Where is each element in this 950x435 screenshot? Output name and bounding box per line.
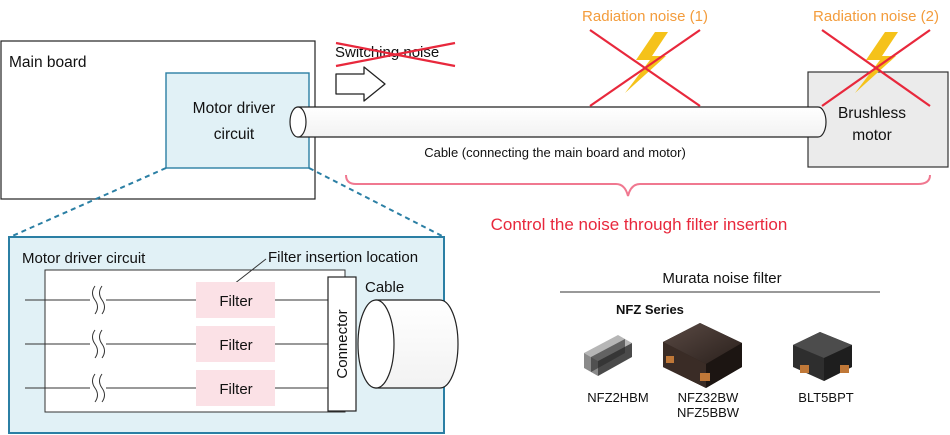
filter-label-3: Filter: [219, 381, 252, 398]
break-mark-icon-3: [90, 373, 106, 403]
connector: [327, 276, 357, 412]
main-board-label: Main board: [9, 54, 87, 71]
detail-cable-body: [375, 299, 459, 389]
filter-label-1: Filter: [219, 293, 252, 310]
radiation-noise-2-label: Radiation noise (2): [813, 8, 939, 25]
filter-location-pointer: [233, 258, 267, 285]
detail-cable-end: [357, 299, 395, 389]
filter-box-1: [196, 282, 275, 318]
filter-box-2: [196, 326, 275, 362]
detail-title: Motor driver circuit: [22, 250, 146, 267]
filter-insertion-location-label: Filter insertion location: [268, 249, 418, 266]
brushless-motor-label-line2: motor: [852, 127, 892, 144]
murata-title: Murata noise filter: [662, 270, 781, 287]
cable-caption: Cable (connecting the main board and mot…: [424, 145, 686, 160]
lightning-icon-2: [855, 32, 898, 93]
cable-end: [289, 106, 307, 138]
product-name-nfz2hbm: NFZ2HBM: [587, 390, 648, 405]
blt5bpt-filter-image: [793, 332, 852, 381]
nfz32bw-inductor-image: [663, 323, 742, 388]
product-name-blt5bpt: BLT5BPT: [798, 390, 853, 405]
zoom-line-left: [9, 167, 167, 238]
motor-driver-box: [165, 72, 310, 169]
break-mark-icon-2: [90, 329, 106, 359]
nfz-series-label: NFZ Series: [616, 302, 684, 317]
motor-driver-label-line2: circuit: [214, 126, 255, 143]
radiation-noise-1-label: Radiation noise (1): [582, 8, 708, 25]
cable-body: [297, 106, 827, 138]
radiation-1-cross-b: [589, 29, 701, 107]
filter-box-3: [196, 370, 275, 406]
switching-noise-cross-2: [335, 41, 456, 68]
motor-driver-label-line1: Motor driver: [193, 100, 276, 117]
break-mark-icon-1: [90, 285, 106, 315]
connector-label: Connector: [334, 309, 351, 378]
nfz2hbm-chip-image: [584, 335, 632, 376]
brushless-motor-label-line1: Brushless: [838, 105, 906, 122]
control-noise-text: Control the noise through filter inserti…: [491, 215, 788, 234]
control-brace: [345, 174, 931, 197]
product-name-nfz32bw: NFZ32BW: [678, 390, 739, 405]
zoom-line-right: [308, 167, 445, 238]
radiation-2-cross-b: [821, 29, 931, 107]
product-name-nfz5bbw: NFZ5BBW: [677, 405, 740, 420]
filter-label-2: Filter: [219, 337, 252, 354]
detail-cable-label: Cable: [365, 279, 404, 296]
lightning-icon-1: [625, 32, 668, 93]
switching-arrow-icon: [335, 66, 386, 102]
